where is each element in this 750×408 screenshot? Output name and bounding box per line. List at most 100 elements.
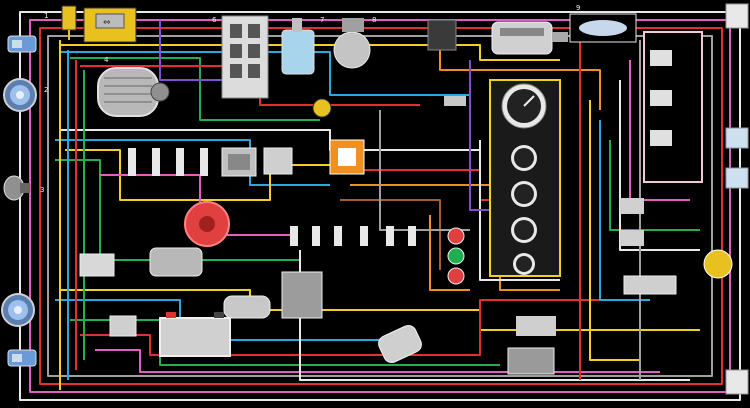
starter-icon [223,295,271,319]
side-repeater-left [7,35,37,53]
component-numbers: 1 2 3 4 6 7 8 9 [40,4,580,194]
tail-lamp-icon [725,127,749,149]
sensor-icon [312,226,320,246]
voltage-regulator [221,147,257,177]
distributor [184,201,230,247]
key-switch-icon [378,324,422,364]
wire-green-right [609,140,700,231]
coolant-sensor [444,96,466,106]
sensor-icon [360,226,368,246]
sensor-row [290,226,416,246]
sensor-icon [290,226,298,246]
label-num: 7 [320,16,324,24]
dome-light [569,13,637,43]
connector-icon [61,5,77,31]
heater-motor [427,19,457,51]
motor-icon [427,19,457,51]
spark-plugs [128,148,208,176]
indicator-icon [447,227,465,245]
tail-lamp-icon [725,167,749,189]
wire-yellow-top [60,44,560,61]
wire-green-top [70,57,320,121]
wire-blue-right [599,120,650,301]
horn-relay [263,147,293,175]
relay-icon [79,253,115,277]
indicator-icon [447,267,465,285]
wire-white-right [619,80,700,251]
label-num: 9 [576,4,580,12]
heater-switch [281,271,323,319]
warning-lamps [447,227,465,285]
label-num: 2 [44,86,48,94]
wiper-motor [333,18,371,69]
spark-plug-icon [152,148,160,176]
relay-left-low [109,315,137,337]
wire-yellow-right [589,100,640,361]
relay-top-left [61,5,77,40]
battery-icon [159,317,231,357]
relay-left-mid [79,253,115,277]
wire-grey-frame [47,35,713,377]
battery [159,312,231,357]
spark-plug-icon [200,148,208,176]
reservoir-icon [281,29,315,75]
generator [97,67,170,117]
label-num: 3 [40,186,44,194]
coil-icon [149,247,203,277]
horn-left [3,175,30,201]
headlamp-left-lower [1,293,35,327]
sensor-icon [334,226,342,246]
spark-plug-icon [128,148,136,176]
instrument-cluster [489,79,561,277]
wire-grey-dash [379,110,470,231]
wire-white-dash [479,140,560,281]
label-num: 8 [372,16,376,24]
sensor-icon [312,98,332,118]
motor-icon [333,31,371,69]
rear-lamp-cluster [623,275,677,295]
headlamp-left-upper [3,78,37,112]
fuse-block-icon [221,15,269,99]
fuse-block: ⇔ [83,7,137,43]
tail-lamp-right-lower [725,369,749,395]
tail-lamp-icon [725,369,749,395]
wire-pink-low [95,349,660,373]
wire-orange-dash [429,215,470,291]
switch-icon [281,271,323,319]
alternator-icon [97,67,159,117]
fuel-sender [703,249,733,279]
relay-icon [263,147,293,175]
sensor-icon [444,96,466,106]
wire-violet-top [159,20,230,81]
svg-text:⇔: ⇔ [103,18,111,28]
connector-icon [329,139,365,175]
tail-lamp-icon [725,3,749,29]
starter-motor [223,295,271,319]
fog-lamp-left [7,349,37,367]
switch-icon [620,198,644,214]
ignition-coil [149,247,203,277]
spark-plug-icon [176,148,184,176]
dome-light-icon [579,20,627,36]
connector-icon [623,275,677,295]
stop-lamp-switch [507,347,555,375]
stalk-switch-icon [491,21,553,55]
tail-lamp-right-middle [725,127,749,189]
wire-white-outer [19,11,741,401]
switch-icon [516,316,556,336]
instrument-gauges [511,145,537,275]
tail-lamp-right-upper [725,3,749,29]
washer-reservoir [281,18,315,75]
central-connector [329,139,365,175]
relay-icon [109,315,137,337]
speedometer [501,83,547,129]
combination-switch [491,21,568,55]
indicator-icon [447,247,465,265]
wire-brown-mid [340,199,441,270]
door-switches [620,198,644,246]
wire-red-low [80,299,620,356]
label-num: 6 [212,16,217,24]
switch-icon [507,347,555,375]
